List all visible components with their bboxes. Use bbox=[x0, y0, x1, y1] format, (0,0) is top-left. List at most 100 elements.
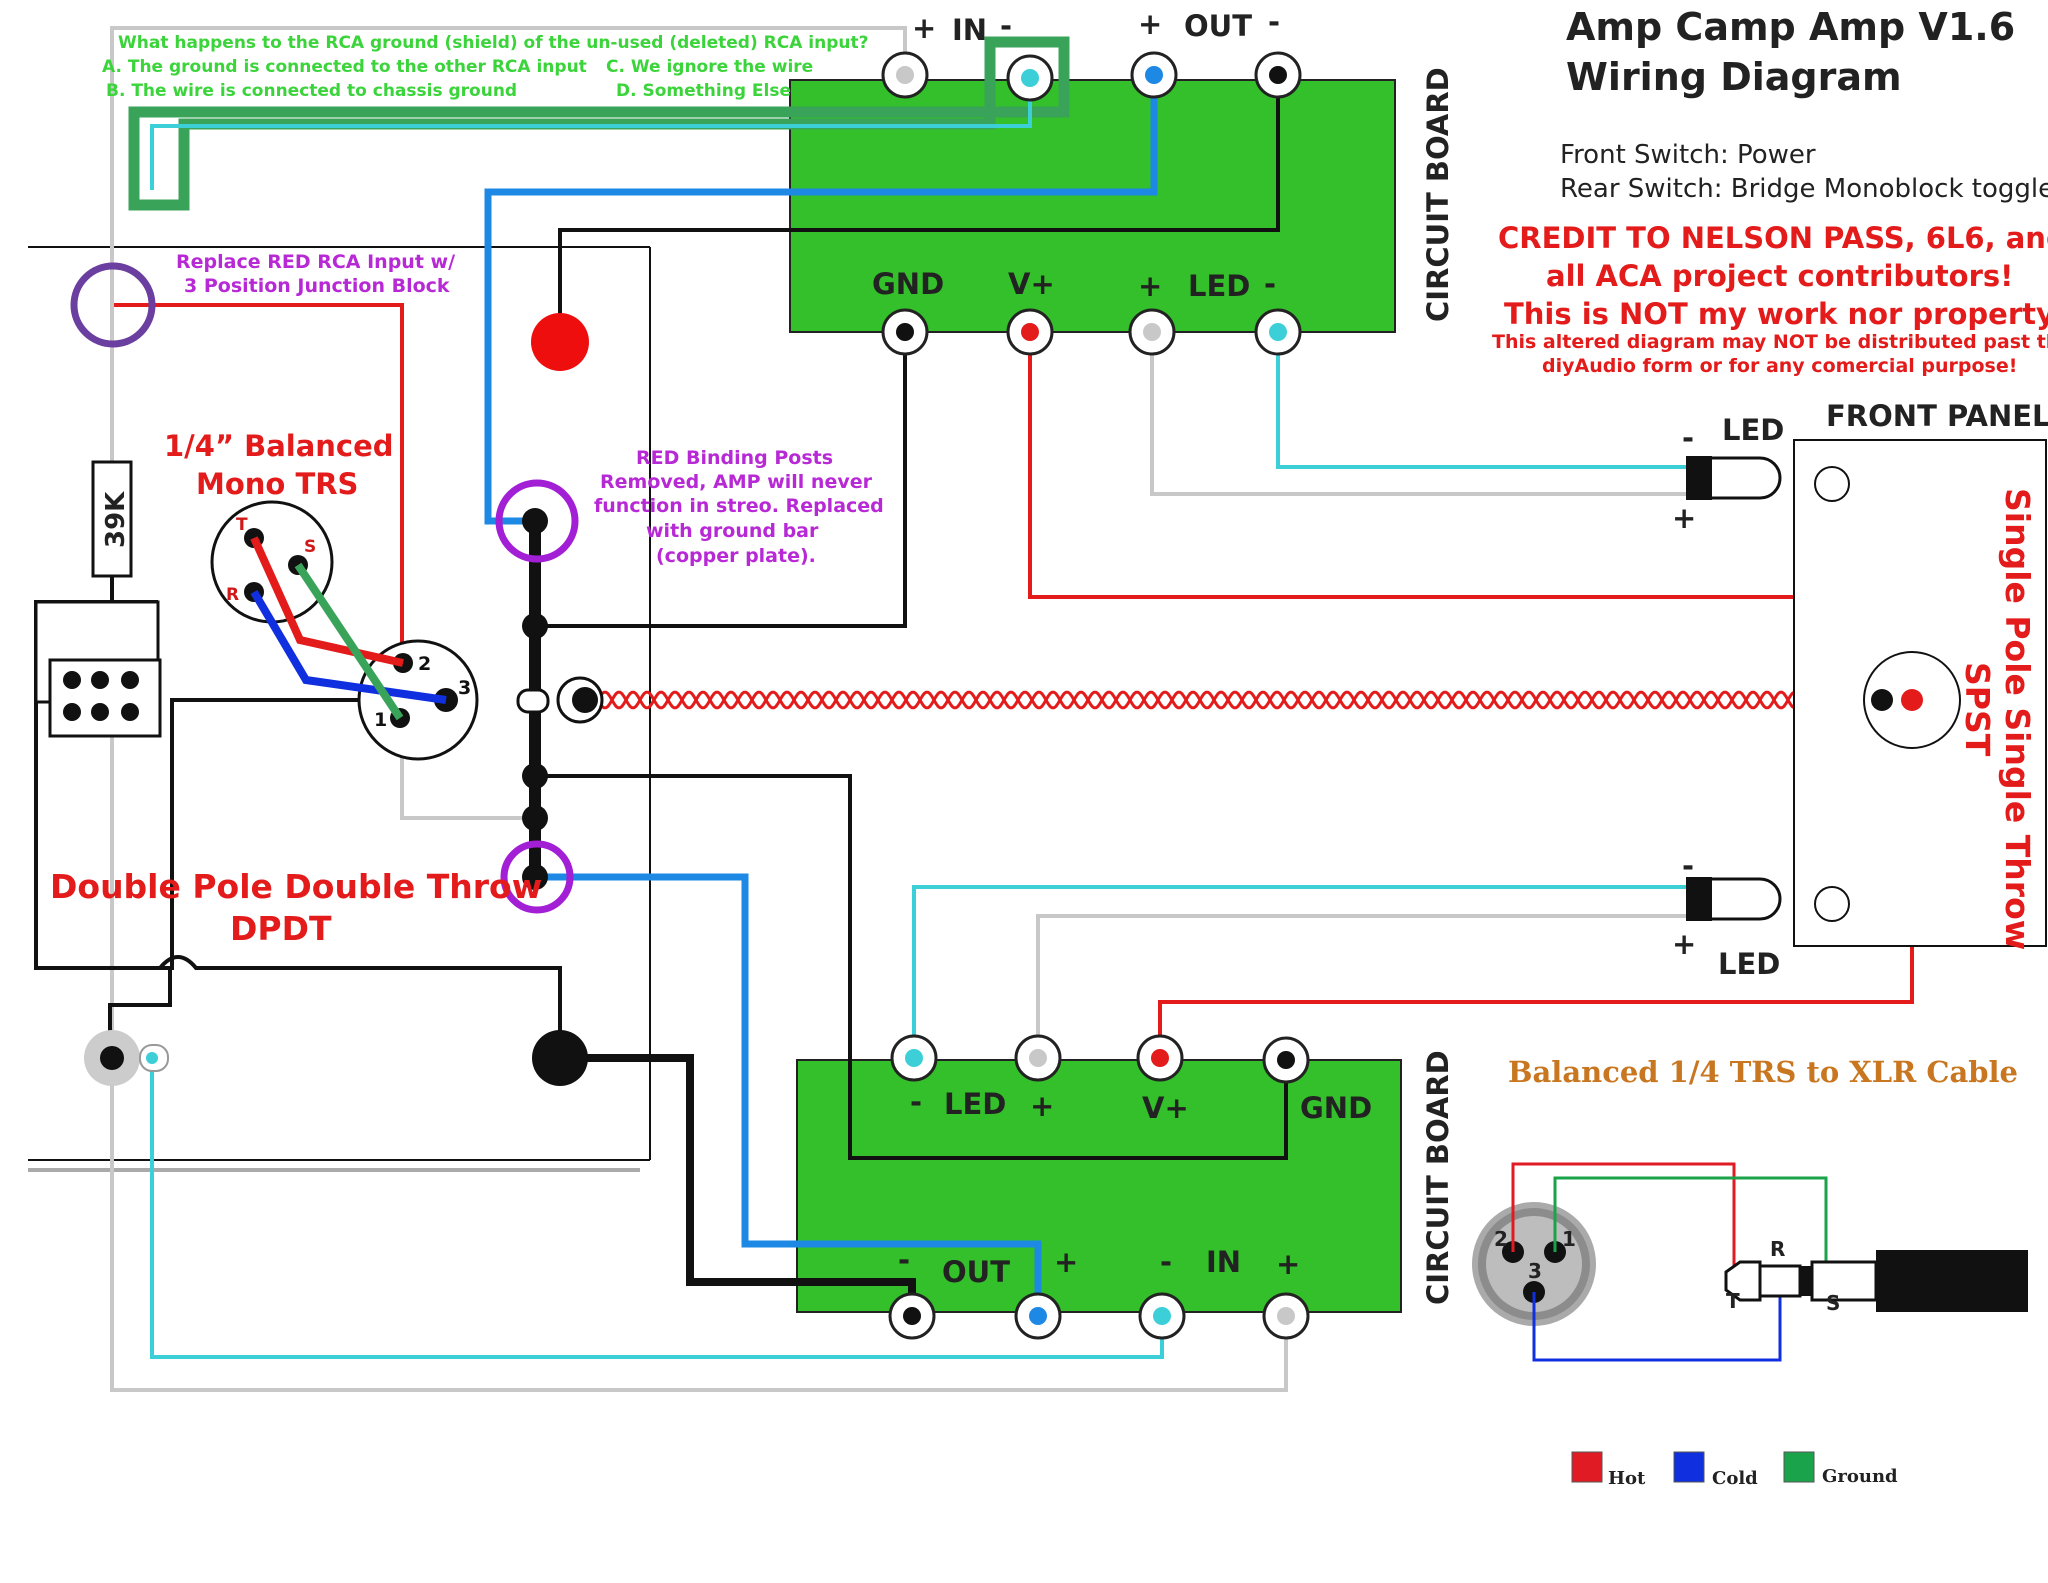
removed-binding-post bbox=[531, 313, 589, 371]
spst-terminal-red bbox=[1901, 689, 1923, 711]
question-option-d: D. Something Else bbox=[616, 81, 791, 101]
credit-line-3: This is NOT my work nor property! bbox=[1504, 297, 2048, 331]
junction-note-line1: Replace RED RCA Input w/ bbox=[176, 251, 455, 273]
plug-s-label: S bbox=[1826, 1291, 1840, 1315]
led-top-plus: + bbox=[1672, 501, 1696, 535]
legend-hot-label: Hot bbox=[1608, 1468, 1646, 1489]
legend-hot-swatch bbox=[1571, 1451, 1603, 1483]
bottom-board-out-plus: + bbox=[1054, 1245, 1078, 1279]
resistor-39k bbox=[91, 460, 133, 578]
binding-note-line3: function in streo. Replaced bbox=[594, 495, 884, 517]
top-board-in-label: IN bbox=[952, 13, 987, 47]
dpdt-title-line2: DPDT bbox=[230, 909, 332, 948]
top-board-led-plus: + bbox=[1138, 269, 1162, 303]
credit-line-4: This altered diagram may NOT be distribu… bbox=[1492, 331, 2048, 353]
bottom-board-led-plus: + bbox=[1030, 1089, 1054, 1123]
bottom-board-in-minus: - bbox=[1160, 1245, 1172, 1279]
twisted-pair bbox=[596, 690, 1880, 710]
question-option-b: B. The wire is connected to chassis grou… bbox=[106, 81, 517, 101]
rca-cyan-dot bbox=[146, 1052, 158, 1064]
binding-note-line2: Removed, AMP will never bbox=[600, 471, 873, 493]
bottom-board-led-label: LED bbox=[944, 1087, 1006, 1121]
ground-bar bbox=[516, 508, 604, 890]
question-option-c: C. We ignore the wire bbox=[606, 57, 813, 77]
top-board-led-minus: - bbox=[1264, 267, 1276, 301]
legend: Hot Cold Ground bbox=[1571, 1451, 1898, 1489]
trs-junction-wires bbox=[250, 536, 447, 721]
trs-pin-s-label: S bbox=[304, 537, 316, 557]
bottom-board-out-minus: - bbox=[898, 1243, 910, 1277]
front-panel-led-hole-top bbox=[1814, 466, 1850, 502]
question-option-a: A. The ground is connected to the other … bbox=[102, 57, 587, 77]
credit-line-5: diyAudio form or for any comercial purpo… bbox=[1542, 355, 2017, 377]
dpdt-pins bbox=[63, 671, 139, 721]
cable-wires bbox=[1511, 1162, 1828, 1362]
bottom-board-led-minus: - bbox=[910, 1085, 922, 1119]
trs-plug bbox=[1724, 1250, 2028, 1312]
xlr-connector bbox=[1472, 1202, 1596, 1326]
plug-t-label: T bbox=[1726, 1289, 1740, 1313]
led-bottom-plus: + bbox=[1672, 927, 1696, 961]
junction-pin-1-label: 1 bbox=[374, 709, 387, 731]
trs-pin-r-label: R bbox=[226, 585, 239, 605]
credit-line-2: all ACA project contributors! bbox=[1546, 259, 2013, 293]
dpdt-title-line1: Double Pole Double Throw bbox=[50, 867, 542, 906]
junction-pin-2-label: 2 bbox=[418, 653, 431, 675]
led-bottom bbox=[1686, 877, 1782, 921]
rear-switch-note: Rear Switch: Bridge Monoblock toggle bbox=[1560, 174, 2048, 204]
binding-note-line4: with ground bar bbox=[646, 520, 819, 542]
legend-ground-swatch bbox=[1783, 1451, 1815, 1483]
purple-highlights bbox=[70, 262, 579, 914]
resistor-label: 39K bbox=[101, 491, 131, 548]
chassis-outline bbox=[28, 246, 651, 1172]
front-switch-note: Front Switch: Power bbox=[1560, 140, 1816, 170]
top-board-vplus-label: V+ bbox=[1008, 267, 1055, 301]
rca-ground-question-wire bbox=[128, 36, 1070, 211]
junction-pin-3-label: 3 bbox=[458, 677, 471, 699]
bottom-board-label: CIRCUIT BOARD bbox=[1421, 1050, 1455, 1305]
dpdt-switch-face bbox=[48, 658, 162, 738]
top-board-in-plus: + bbox=[912, 11, 936, 45]
xlr-pin-2-label: 2 bbox=[1494, 1227, 1508, 1251]
legend-ground-label: Ground bbox=[1822, 1466, 1898, 1487]
bottom-board-in-label: IN bbox=[1206, 1245, 1241, 1279]
bottom-board-out-label: OUT bbox=[942, 1255, 1010, 1289]
trs-pin-t-label: T bbox=[236, 515, 248, 535]
question-line: What happens to the RCA ground (shield) … bbox=[118, 33, 869, 53]
spst-terminal-black bbox=[1871, 689, 1893, 711]
front-panel-led-hole-bottom bbox=[1814, 886, 1850, 922]
top-board-in-minus: - bbox=[1000, 9, 1012, 43]
spst-label-line2: SPST bbox=[1958, 662, 1997, 757]
top-board-out-label: OUT bbox=[1184, 9, 1252, 43]
top-board-out-plus: + bbox=[1138, 7, 1162, 41]
led-top bbox=[1686, 456, 1782, 500]
trs-title-line2: Mono TRS bbox=[196, 467, 358, 501]
bottom-circuit-board bbox=[796, 1059, 1402, 1313]
bottom-board-vplus-label: V+ bbox=[1142, 1091, 1189, 1125]
led-bottom-label: LED bbox=[1718, 947, 1780, 981]
cable-title: Balanced 1/4 TRS to XLR Cable bbox=[1508, 1055, 2018, 1089]
black-binding-post bbox=[532, 1030, 588, 1086]
xlr-pin-1-label: 1 bbox=[1562, 1227, 1576, 1251]
junction-note-line2: 3 Position Junction Block bbox=[184, 275, 450, 297]
spst-label-line1: Single Pole Single Throw bbox=[1998, 488, 2037, 950]
plug-r-label: R bbox=[1770, 1237, 1785, 1261]
top-board-led-label: LED bbox=[1188, 269, 1250, 303]
binding-note-line5: (copper plate). bbox=[656, 545, 816, 567]
legend-cold-swatch bbox=[1673, 1451, 1705, 1483]
bottom-board-in-plus: + bbox=[1276, 1247, 1300, 1281]
led-top-label: LED bbox=[1722, 413, 1784, 447]
credit-line-1: CREDIT TO NELSON PASS, 6L6, and bbox=[1498, 221, 2048, 255]
rca-ground-center bbox=[100, 1046, 124, 1070]
led-top-minus: - bbox=[1682, 421, 1694, 455]
bottom-board-gnd-label: GND bbox=[1300, 1091, 1372, 1125]
diagram-title: Amp Camp Amp V1.6 bbox=[1566, 5, 2015, 49]
blue-wires bbox=[484, 78, 1158, 1314]
top-board-label: CIRCUIT BOARD bbox=[1421, 67, 1455, 322]
front-panel-title: FRONT PANEL bbox=[1826, 399, 2048, 433]
top-board-terminals bbox=[881, 51, 1302, 356]
led-bottom-minus: - bbox=[1682, 849, 1694, 883]
bottom-board-terminals bbox=[888, 1034, 1310, 1340]
legend-cold-label: Cold bbox=[1712, 1468, 1758, 1489]
